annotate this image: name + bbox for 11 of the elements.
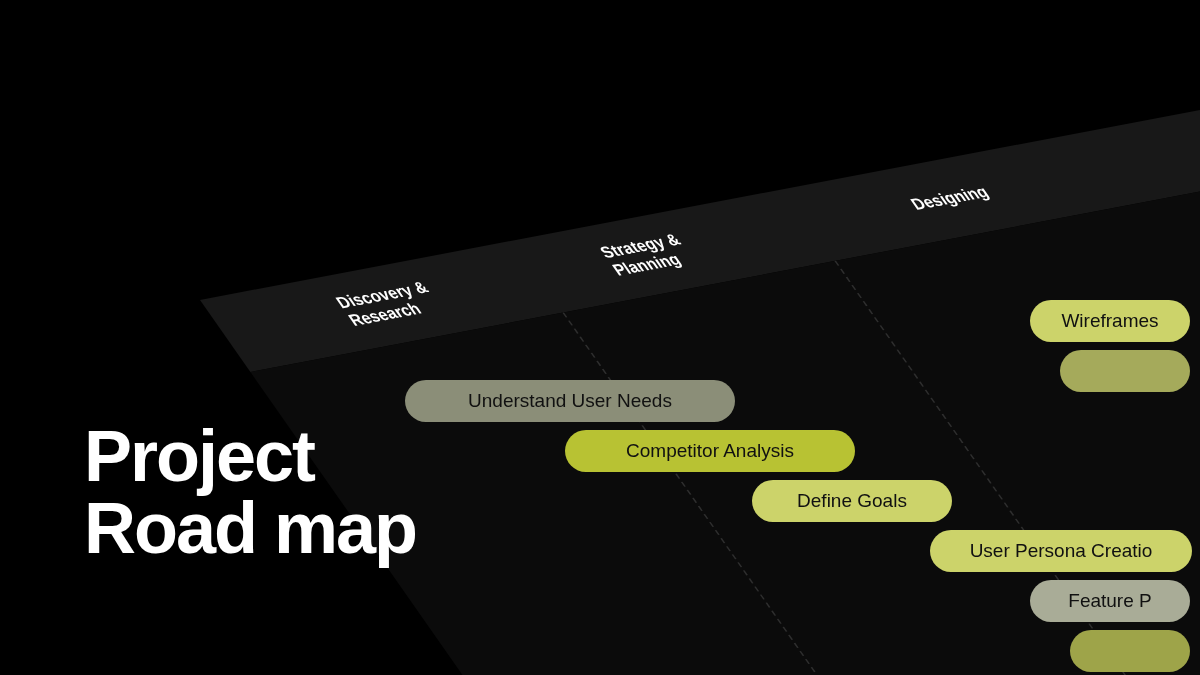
task-pill: Feature P xyxy=(1030,580,1190,622)
task-pill xyxy=(1070,630,1190,672)
task-pill: User Persona Creatio xyxy=(930,530,1192,572)
phase-heading: Strategy & Planning xyxy=(596,223,733,280)
phase-heading: Discovery & Research xyxy=(332,273,469,330)
task-pill: Understand User Needs xyxy=(405,380,735,422)
phase-heading: Designing xyxy=(907,175,1032,215)
task-pill: Define Goals xyxy=(752,480,952,522)
task-pill xyxy=(1060,350,1190,392)
task-pill: Wireframes xyxy=(1030,300,1190,342)
task-pill: Competitor Analysis xyxy=(565,430,855,472)
